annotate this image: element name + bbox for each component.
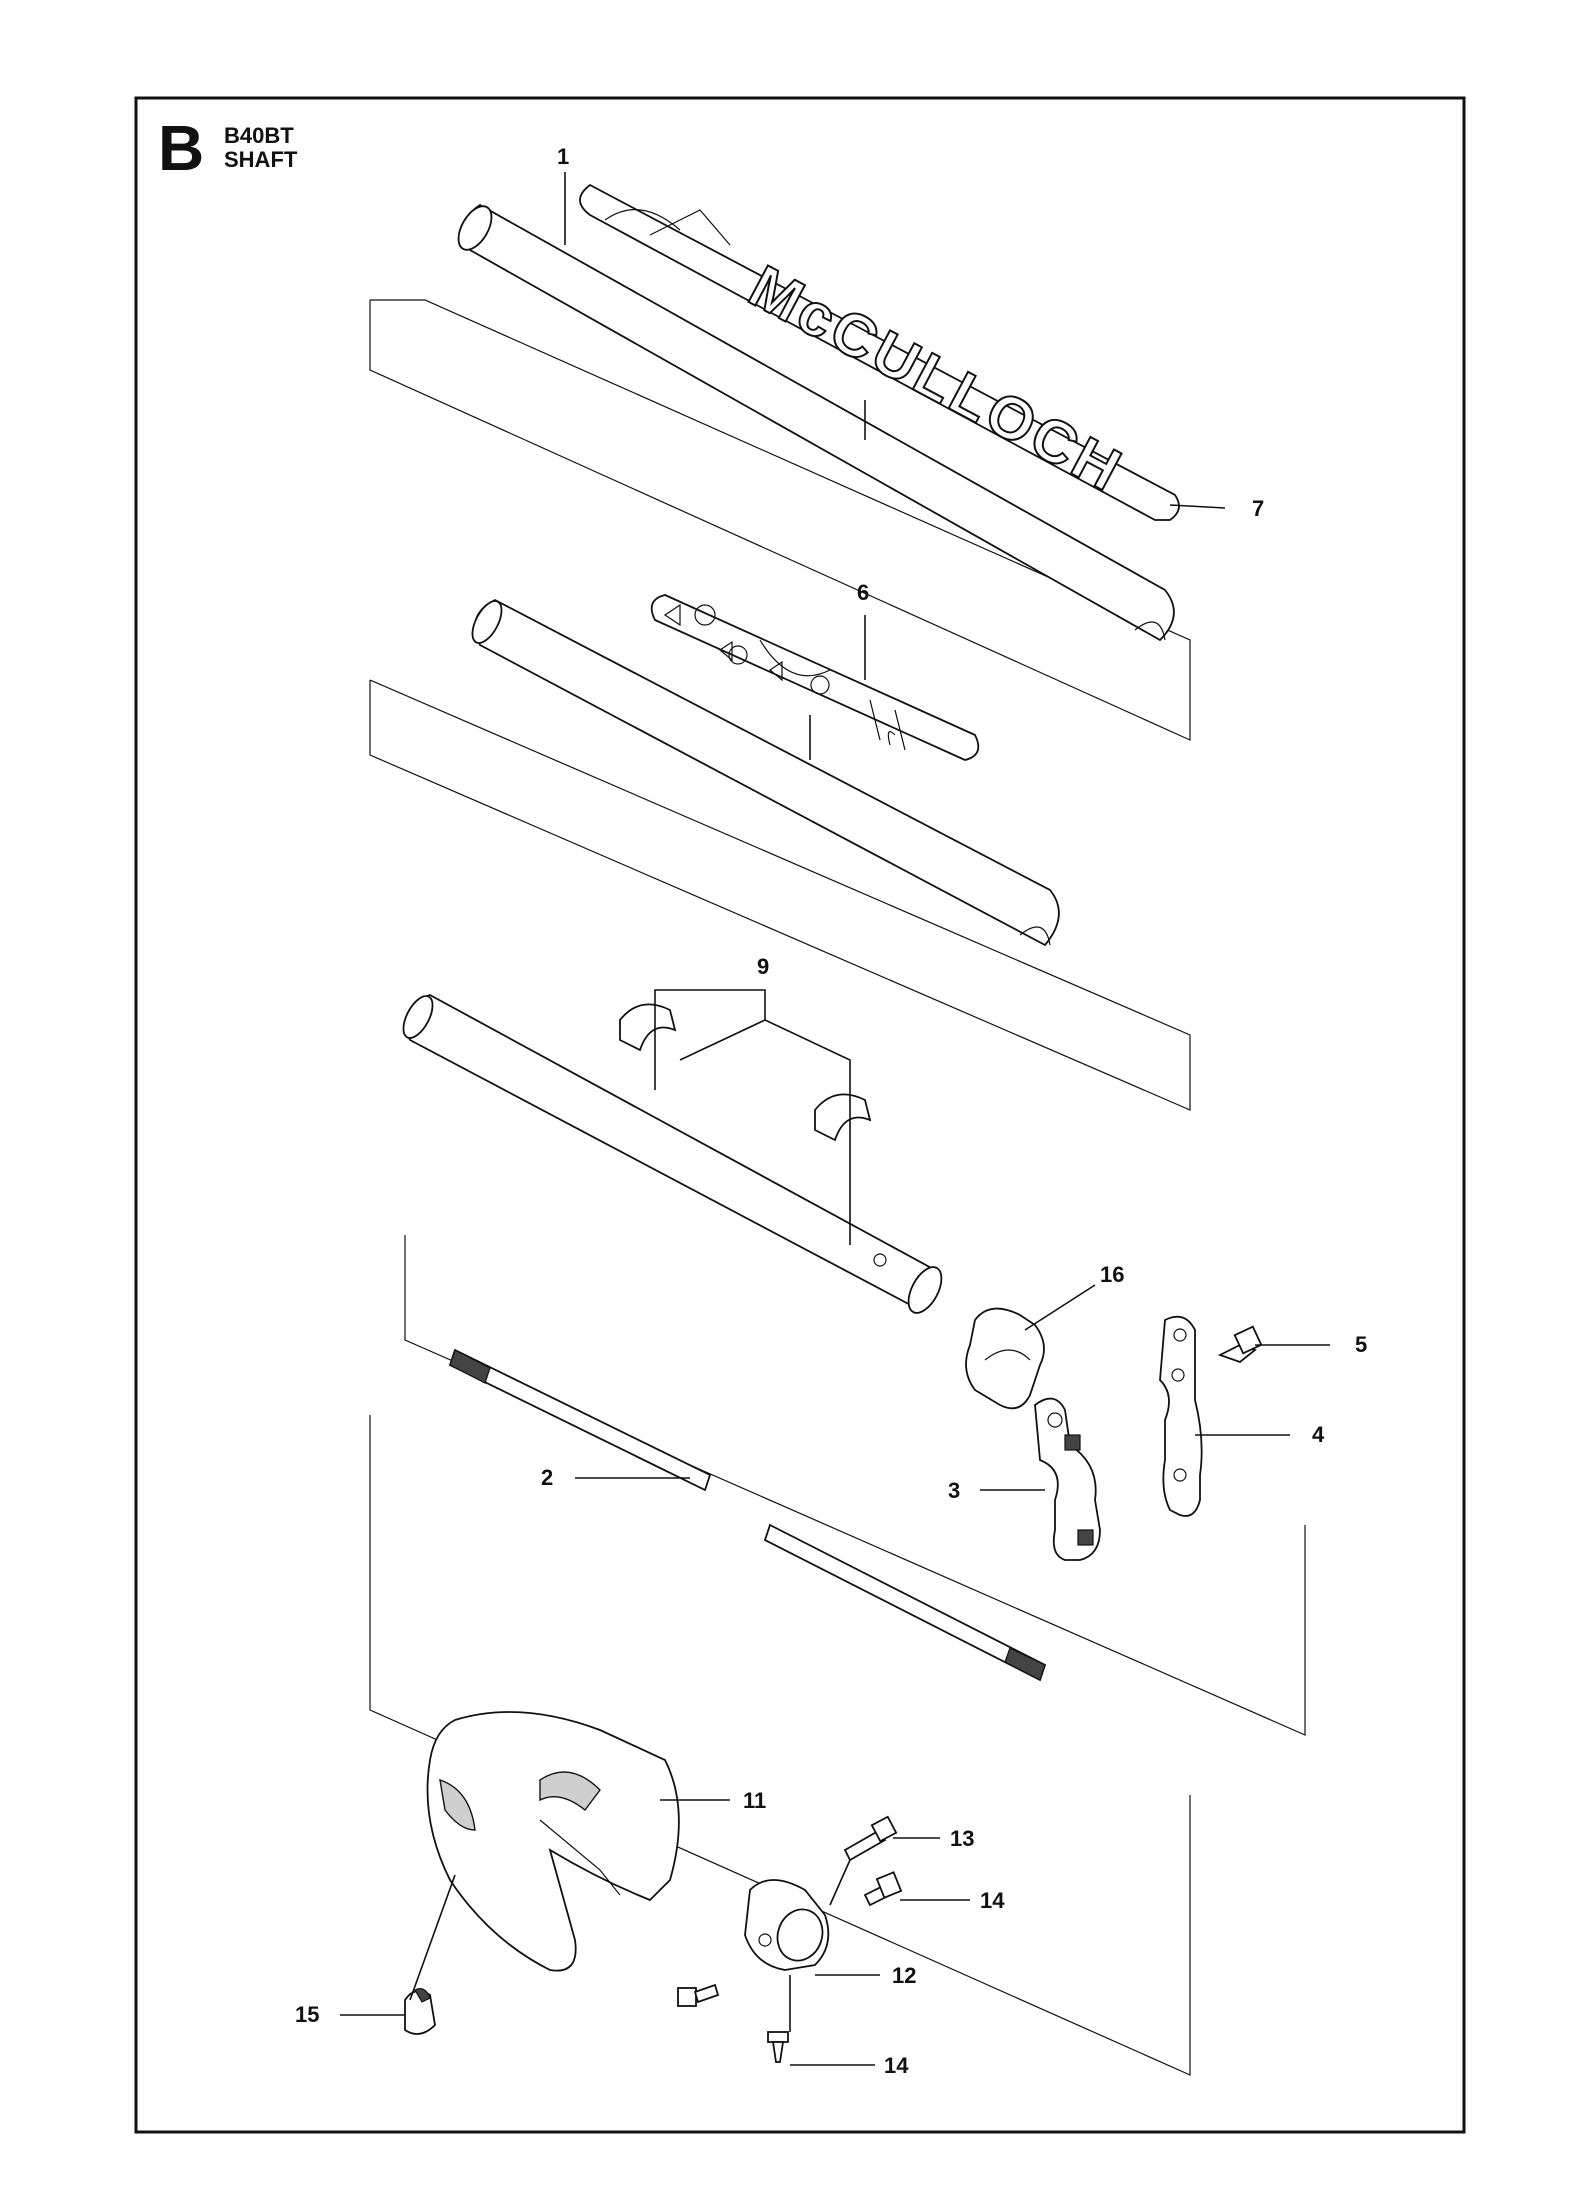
shaft-clip	[965, 1307, 1045, 1410]
callout-2: 2	[541, 1465, 553, 1490]
callout-6: 6	[857, 580, 869, 605]
callout-16: 16	[1100, 1262, 1124, 1287]
screw-5	[1217, 1325, 1263, 1364]
callout-14-upper: 14	[980, 1888, 1005, 1913]
callout-13: 13	[950, 1826, 974, 1851]
assembly-name: SHAFT	[224, 147, 298, 172]
callout-7: 7	[1252, 496, 1264, 521]
group-frame-3	[404, 1235, 1306, 1736]
lower-shaft-tube	[402, 994, 943, 1314]
clamp-front	[1034, 1397, 1101, 1561]
bushing-upper	[619, 1003, 677, 1052]
model-name: B40BT	[224, 123, 294, 148]
group-frame-1	[369, 299, 1191, 741]
group-frame-2	[369, 679, 1191, 1111]
bushing-lower	[814, 1093, 872, 1142]
page-border	[134, 96, 1466, 2134]
screw-14-side	[677, 1983, 720, 2007]
callout-1: 1	[557, 144, 569, 169]
callout-9: 9	[757, 954, 769, 979]
upper-shaft-tube	[457, 203, 1175, 642]
callout-11: 11	[743, 1788, 766, 1813]
middle-decal	[650, 594, 980, 761]
callout-15: 15	[295, 2002, 319, 2027]
screw-14-lower	[767, 2031, 789, 2063]
callout-5: 5	[1355, 1332, 1367, 1357]
section-letter: B	[158, 112, 205, 184]
callout-3: 3	[948, 1478, 960, 1503]
shaft-housing	[744, 1879, 830, 1971]
middle-shaft-tube	[471, 598, 1060, 947]
callout-4: 4	[1312, 1422, 1325, 1447]
clip-15	[404, 1988, 436, 2035]
screw-13	[843, 1815, 898, 1862]
callout-14-lower: 14	[884, 2053, 909, 2078]
screw-14-upper	[863, 1871, 903, 1907]
debris-guard	[426, 1711, 680, 1972]
drive-shaft	[448, 1348, 1047, 1682]
leader-lines	[340, 172, 1330, 2066]
clamp-rear	[1159, 1315, 1203, 1517]
callout-12: 12	[892, 1963, 916, 1988]
